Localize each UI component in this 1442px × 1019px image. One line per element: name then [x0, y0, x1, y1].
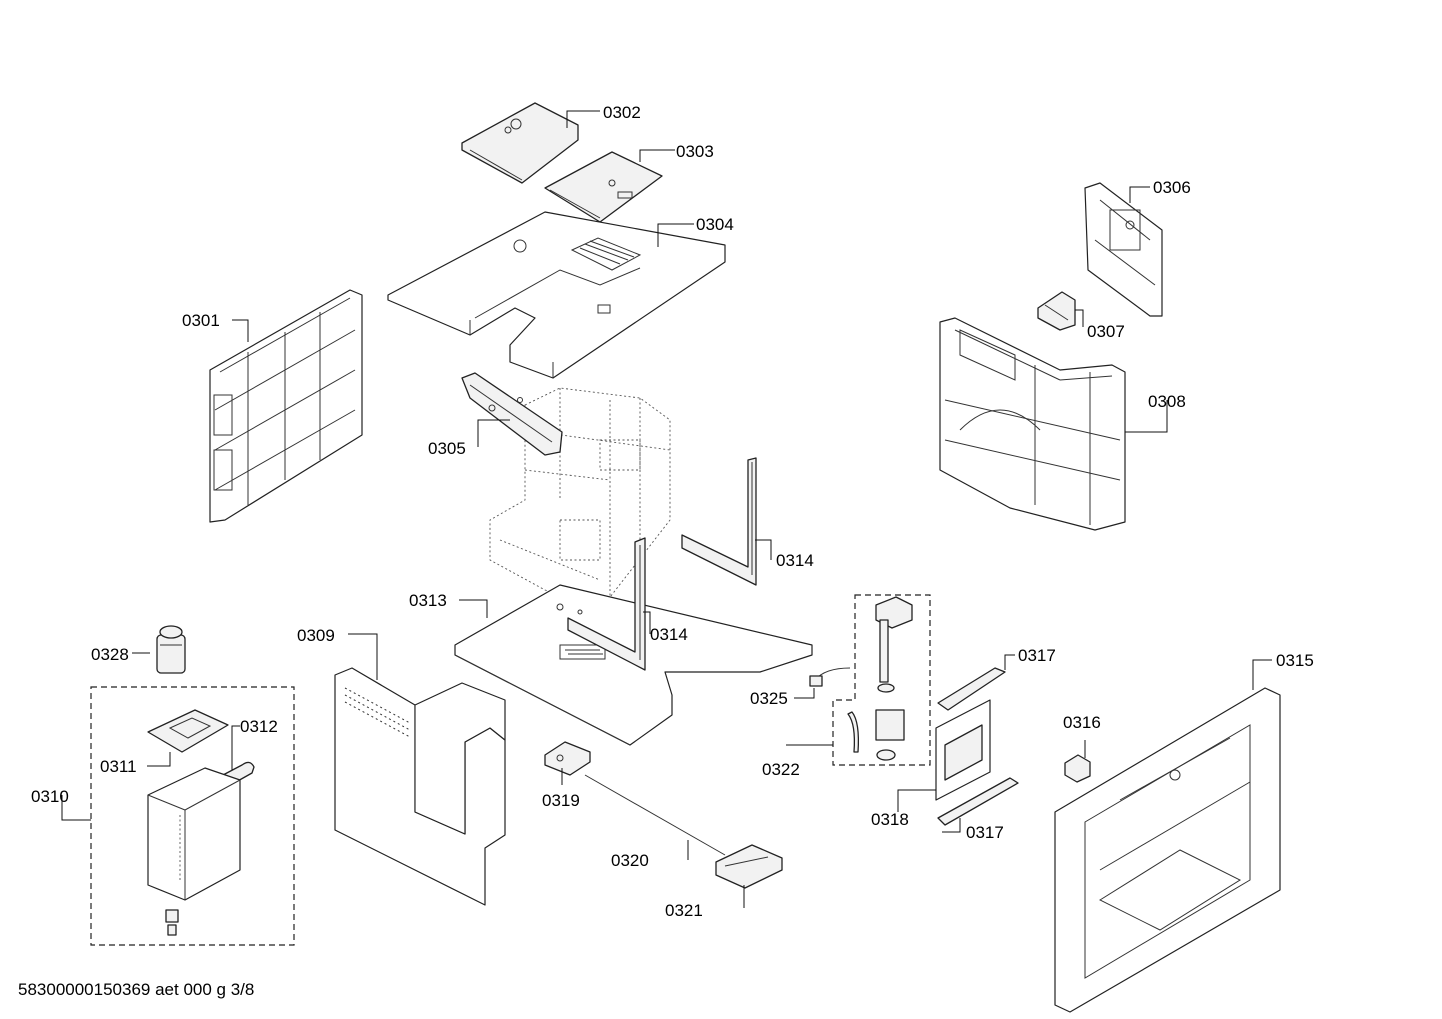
label-0309: 0309 — [297, 626, 335, 645]
label-0302: 0302 — [603, 103, 641, 122]
label-0312: 0312 — [240, 717, 278, 736]
label-0315: 0315 — [1276, 651, 1314, 670]
part-0313-base-plate[interactable] — [454, 584, 813, 746]
label-0314-front: 0314 — [650, 625, 688, 644]
part-0311-tank-lid[interactable] — [147, 709, 229, 753]
part-labels: 0302 0303 0304 0301 0305 0306 0307 0308 … — [31, 103, 1314, 920]
label-0304: 0304 — [696, 215, 734, 234]
label-0301: 0301 — [182, 311, 220, 330]
label-0305: 0305 — [428, 439, 466, 458]
label-0316: 0316 — [1063, 713, 1101, 732]
part-0325-hose[interactable] — [809, 667, 851, 687]
leader-lines — [61, 110, 1272, 908]
group-0310-box — [90, 686, 295, 946]
label-0321: 0321 — [665, 901, 703, 920]
part-0317-bar-bottom[interactable] — [937, 777, 1019, 826]
label-0318: 0318 — [871, 810, 909, 829]
part-0308-right-housing[interactable] — [939, 317, 1126, 531]
part-0301-left-panel[interactable] — [209, 289, 363, 523]
part-0302-cover-plate[interactable] — [461, 102, 579, 184]
label-0320: 0320 — [611, 851, 649, 870]
label-0307: 0307 — [1087, 322, 1125, 341]
label-0313: 0313 — [409, 591, 447, 610]
label-0319: 0319 — [542, 791, 580, 810]
label-0322: 0322 — [762, 760, 800, 779]
part-0316-connector[interactable] — [1064, 754, 1091, 783]
label-0317-top: 0317 — [1018, 646, 1056, 665]
label-0325: 0325 — [750, 689, 788, 708]
part-0317-bar-top[interactable] — [937, 667, 1006, 711]
part-0321-drip-tray[interactable] — [715, 844, 783, 889]
part-0310-water-tank[interactable] — [147, 767, 241, 901]
part-0319-holder[interactable] — [544, 741, 591, 776]
part-0328-filter-cartridge[interactable] — [156, 625, 186, 674]
label-0310: 0310 — [31, 787, 69, 806]
part-0306-right-bracket[interactable] — [1084, 182, 1163, 317]
part-0314-upright-right[interactable] — [681, 457, 757, 586]
part-0315-front-frame[interactable] — [1054, 687, 1281, 1013]
label-0308: 0308 — [1148, 392, 1186, 411]
label-0328: 0328 — [91, 645, 129, 664]
part-0314-upright-front[interactable] — [567, 537, 646, 671]
label-0311: 0311 — [100, 757, 137, 776]
part-0303-small-cover[interactable] — [544, 151, 663, 223]
label-0306: 0306 — [1153, 178, 1191, 197]
label-0314-right: 0314 — [776, 551, 814, 570]
label-0317-bottom: 0317 — [966, 823, 1004, 842]
document-id-footer: 58300000150369 aet 000 g 3/8 — [18, 980, 255, 999]
part-0318-panel[interactable] — [935, 699, 991, 801]
group-0322-box — [832, 594, 931, 766]
part-0309-front-panel[interactable] — [334, 667, 506, 906]
part-0320-cable[interactable] — [584, 774, 726, 856]
part-0322-pump-assembly[interactable] — [847, 596, 913, 761]
part-tank-valve[interactable] — [165, 909, 179, 936]
part-0307-clip[interactable] — [1037, 291, 1076, 331]
part-0304-top-frame[interactable] — [387, 211, 726, 379]
label-0303: 0303 — [676, 142, 714, 161]
part-0305-support-bracket[interactable] — [461, 372, 563, 456]
